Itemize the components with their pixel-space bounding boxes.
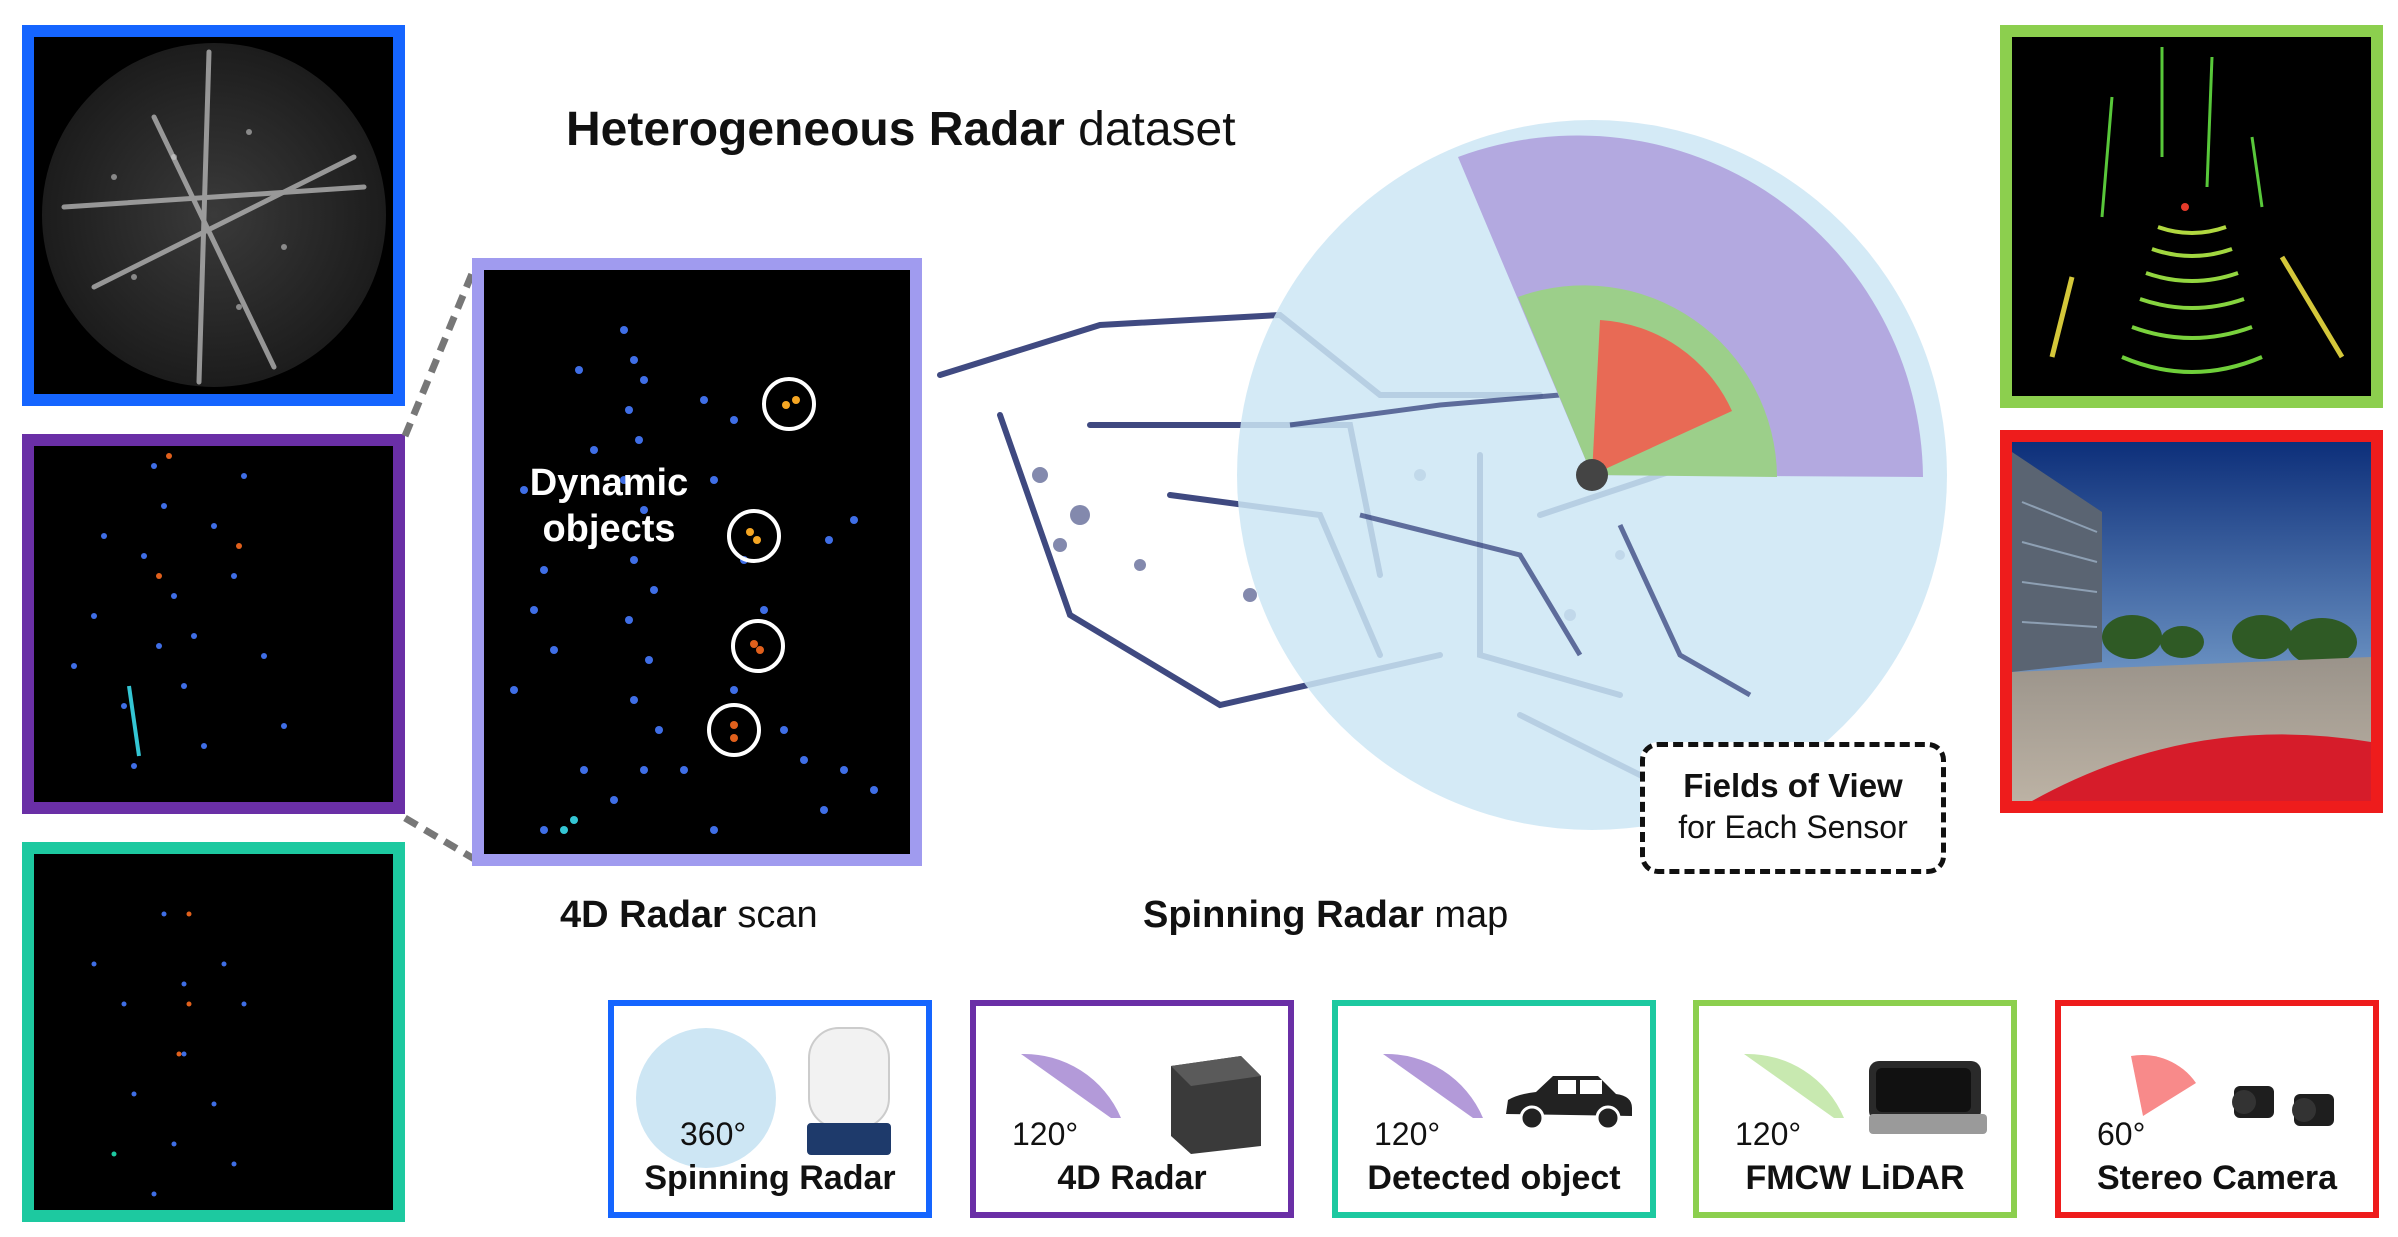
- stereo-camera-legend-label: Stereo Camera: [2096, 1159, 2337, 1197]
- map-caption-bold: Spinning Radar: [1143, 894, 1424, 936]
- camera-image-panel: [2000, 430, 2383, 813]
- 4d-radar-device-icon: [1171, 1056, 1261, 1154]
- camera-fov-icon: [2131, 1054, 2196, 1116]
- detected-object-points-image: [34, 854, 393, 1210]
- lidar-legend-label: FMCW LiDAR: [1745, 1159, 1965, 1197]
- fov-legend-box: Fields of View for Each Sensor: [1640, 742, 1946, 874]
- title-normal: dataset: [1064, 103, 1236, 156]
- car-icon: [1506, 1076, 1632, 1131]
- legend-fmcw-lidar: 120° FMCW LiDAR: [1693, 1000, 2017, 1218]
- detected-object-panel: [22, 842, 405, 1222]
- legend-stereo-camera: 60° Stereo Camera: [2055, 1000, 2379, 1218]
- legend-4d-radar: 120° 4D Radar: [970, 1000, 1294, 1218]
- detected-object-fov-icon: [1383, 1053, 1483, 1118]
- dynamic-object-ring-1: [762, 377, 816, 431]
- spinning-radar-map-caption: Spinning Radar map: [1143, 894, 1508, 937]
- spinning-radar-scan-image: [34, 37, 393, 394]
- 4d-radar-legend-label: 4D Radar: [1057, 1159, 1207, 1197]
- caption-normal: scan: [726, 894, 818, 936]
- legend-detected-object: 120° Detected object: [1332, 1000, 1656, 1218]
- spinning-radar-legend-label: Spinning Radar: [644, 1159, 896, 1197]
- dynamic-object-ring-3: [731, 619, 785, 673]
- lidar-device-icon: [1869, 1061, 1987, 1134]
- zoom-connector-lines: [401, 262, 480, 820]
- 4d-radar-fov-label: 120°: [1012, 1116, 1079, 1152]
- 4d-radar-scan-caption: 4D Radar scan: [560, 894, 818, 937]
- spinning-radar-scan-panel: [22, 25, 405, 406]
- map-caption-normal: map: [1423, 894, 1509, 936]
- 4d-radar-scan-panel: [22, 434, 405, 814]
- 4d-radar-zoom-points: [484, 270, 910, 854]
- lidar-fov-label: 120°: [1735, 1116, 1802, 1152]
- spinning-radar-fov-label: 360°: [680, 1116, 747, 1152]
- dynamic-object-ring-4: [707, 703, 761, 757]
- detected-object-fov-label: 120°: [1374, 1116, 1441, 1152]
- zoom-connector-lower: [403, 814, 478, 864]
- spinning-radar-fov-icon: [636, 1028, 776, 1168]
- legend-spinning-radar: 360° Spinning Radar: [608, 1000, 932, 1218]
- 4d-radar-zoom-panel: Dynamic objects: [472, 258, 922, 866]
- fov-box-line1: Fields of View: [1683, 767, 1903, 804]
- 4d-radar-points-image: [34, 446, 393, 802]
- fov-box-line2: for Each Sensor: [1678, 809, 1908, 845]
- spinning-radar-device-icon: [807, 1027, 891, 1155]
- dynamic-object-ring-2: [727, 509, 781, 563]
- camera-street-image: [2012, 442, 2371, 801]
- caption-bold: 4D Radar: [560, 894, 727, 936]
- 4d-radar-fov-icon: [1021, 1053, 1121, 1118]
- detected-object-legend-label: Detected object: [1367, 1159, 1621, 1197]
- figure-title: Heterogeneous Radar dataset: [566, 102, 1236, 157]
- dynamic-objects-label: Dynamic objects: [529, 462, 689, 550]
- title-bold: Heterogeneous Radar: [566, 103, 1065, 156]
- lidar-fov-icon: [1744, 1053, 1844, 1118]
- camera-fov-wedge: [1592, 320, 1732, 475]
- lidar-scan-panel: [2000, 25, 2383, 408]
- camera-fov-label: 60°: [2097, 1116, 2146, 1152]
- sensor-origin-dot: [1576, 459, 1608, 491]
- spinning-radar-map: [937, 120, 1947, 830]
- stereo-camera-icon: [2232, 1086, 2334, 1126]
- lidar-points-image: [2012, 37, 2371, 396]
